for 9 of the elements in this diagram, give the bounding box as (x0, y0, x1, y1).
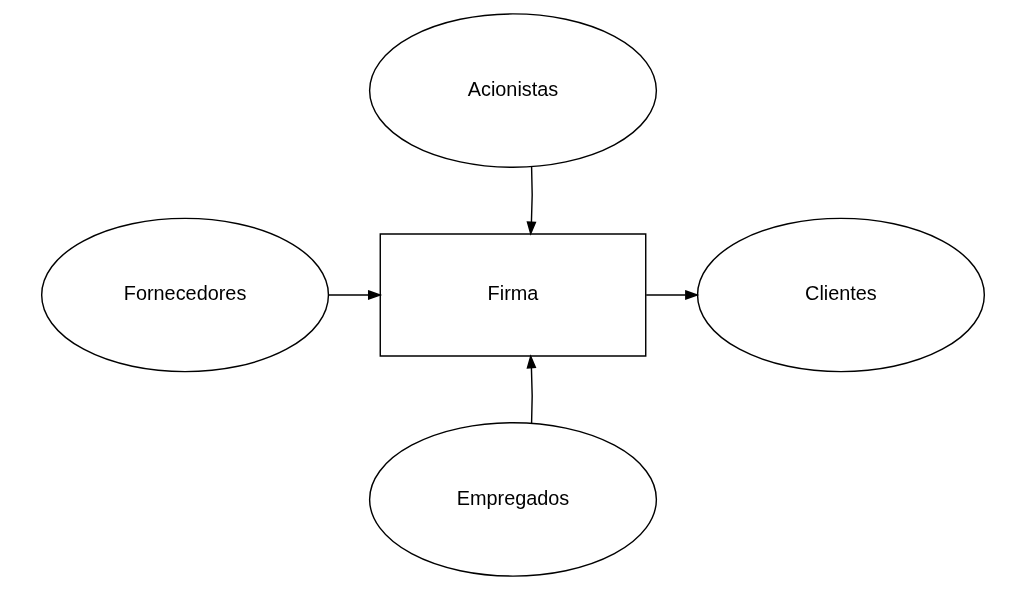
arrow (526, 166, 537, 236)
arrow (526, 354, 537, 424)
node-ellipse: Fornecedores (40, 217, 330, 373)
node-ellipse: Acionistas (368, 13, 658, 168)
arrow (327, 290, 383, 300)
node-ellipse: Clientes (696, 217, 986, 373)
node-ellipse: Empregados (368, 422, 658, 577)
node-box: Firma (379, 233, 647, 357)
arrow (645, 290, 700, 300)
